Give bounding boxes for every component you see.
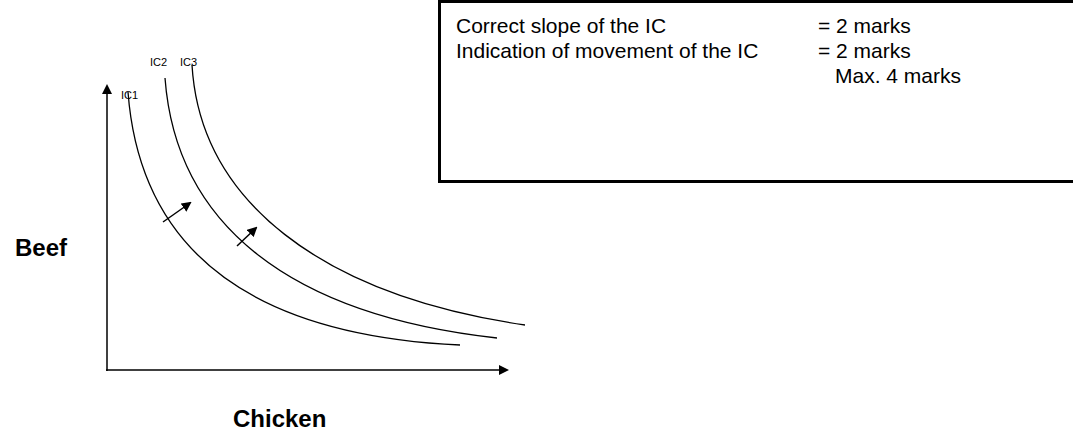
shift-arrow: [237, 228, 256, 246]
x-axis: [106, 369, 507, 371]
marking-text: Indication of movement of the IC: [456, 38, 818, 63]
axis-label: Beef: [15, 234, 67, 262]
marking-text: Max. 4 marks: [835, 63, 961, 88]
marking-text: = 2 marks: [818, 38, 961, 63]
marking-text: = 2 marks: [818, 13, 961, 38]
marking-text: Correct slope of the IC: [456, 13, 818, 38]
shift-arrow: [163, 203, 190, 222]
curve-label: IC1: [121, 89, 138, 101]
marking-grid: Correct slope of the IC= 2 marksIndicati…: [456, 13, 961, 88]
indifference-curve: [128, 92, 460, 345]
marking-box: Correct slope of the IC= 2 marksIndicati…: [438, 0, 1073, 183]
curve-label: IC2: [150, 56, 167, 68]
curve-label: IC3: [180, 56, 197, 68]
y-axis: [106, 86, 108, 371]
axis-label: Chicken: [233, 405, 326, 432]
